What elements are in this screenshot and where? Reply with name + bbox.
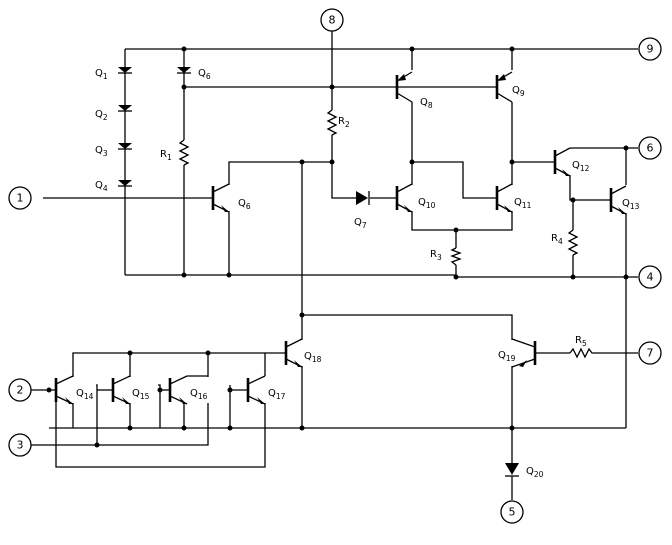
label-r4: R4	[551, 233, 563, 246]
diode-q6	[177, 67, 191, 73]
label-q7: Q7	[354, 217, 367, 230]
label-q16: Q16	[190, 388, 208, 401]
svg-text:7: 7	[647, 347, 654, 360]
pin-2: 2	[8, 378, 32, 402]
label-q11: Q11	[514, 197, 532, 210]
label-q4: Q4	[95, 180, 108, 193]
label-q20: Q20	[526, 466, 544, 479]
label-q12: Q12	[572, 160, 590, 173]
svg-text:5: 5	[509, 506, 516, 519]
component-labels: Q1 Q2 Q3 Q4 Q6 R1 Q6 R2 Q7 Q8 Q9 Q10 Q11…	[76, 68, 640, 479]
transistor-q13	[609, 185, 627, 215]
resistor-r4	[567, 229, 579, 256]
svg-text:8: 8	[329, 14, 336, 27]
label-q15: Q15	[132, 388, 150, 401]
transistor-q8	[395, 71, 413, 103]
pin-5: 5	[500, 500, 524, 524]
pin-3: 3	[8, 433, 32, 457]
label-q3: Q3	[95, 145, 108, 158]
svg-text:6: 6	[647, 142, 654, 155]
diode-q4	[118, 180, 132, 186]
transistor-q10	[395, 183, 413, 213]
pin-1: 1	[8, 186, 32, 210]
diode-q2	[118, 105, 132, 111]
transistor-q14	[54, 375, 74, 405]
resistor-r2	[326, 109, 338, 136]
resistor-r5	[569, 347, 593, 359]
pin-7: 7	[638, 341, 662, 365]
wiring	[28, 31, 638, 500]
junctions	[46, 46, 629, 448]
pin-4: 4	[638, 265, 662, 289]
label-r1: R1	[160, 149, 172, 162]
svg-text:4: 4	[647, 271, 654, 284]
label-q1: Q1	[95, 68, 108, 81]
label-q17: Q17	[268, 388, 286, 401]
svg-text:3: 3	[17, 439, 24, 452]
resistors	[178, 109, 593, 359]
diode-string	[118, 67, 519, 477]
label-q19: Q19	[498, 350, 516, 363]
pin-8: 8	[320, 8, 344, 32]
svg-text:2: 2	[17, 384, 24, 397]
label-r5: R5	[575, 335, 587, 348]
diode-q3	[118, 143, 132, 149]
diode-q7	[356, 191, 368, 205]
label-q13: Q13	[622, 198, 640, 211]
pin-9: 9	[638, 37, 662, 61]
label-q10: Q10	[418, 197, 436, 210]
label-q6: Q6	[238, 198, 251, 211]
label-q2: Q2	[95, 109, 108, 122]
label-q8: Q8	[420, 97, 433, 110]
transistor-q19	[511, 338, 537, 368]
label-r3: R3	[430, 249, 442, 262]
resistor-r1	[178, 139, 190, 166]
pin-6: 6	[638, 136, 662, 160]
diode-q1	[118, 67, 132, 73]
label-q6-diode: Q6	[198, 68, 211, 81]
svg-text:1: 1	[17, 192, 24, 205]
transistor-q6	[211, 183, 230, 213]
transistor-q12	[553, 147, 571, 177]
label-q9: Q9	[512, 85, 525, 98]
transistor-q11	[495, 183, 513, 213]
transistor-q16	[160, 375, 208, 405]
svg-text:9: 9	[647, 43, 654, 56]
transistor-q9	[495, 71, 513, 103]
transistor-q15	[97, 375, 131, 405]
transistor-q18	[284, 338, 303, 368]
label-q18: Q18	[304, 351, 322, 364]
transistors	[54, 71, 627, 405]
transistor-q17	[230, 353, 266, 405]
label-r2: R2	[338, 116, 350, 129]
diode-q20	[505, 463, 519, 475]
label-q14: Q14	[76, 388, 94, 401]
resistor-r3	[450, 247, 462, 266]
